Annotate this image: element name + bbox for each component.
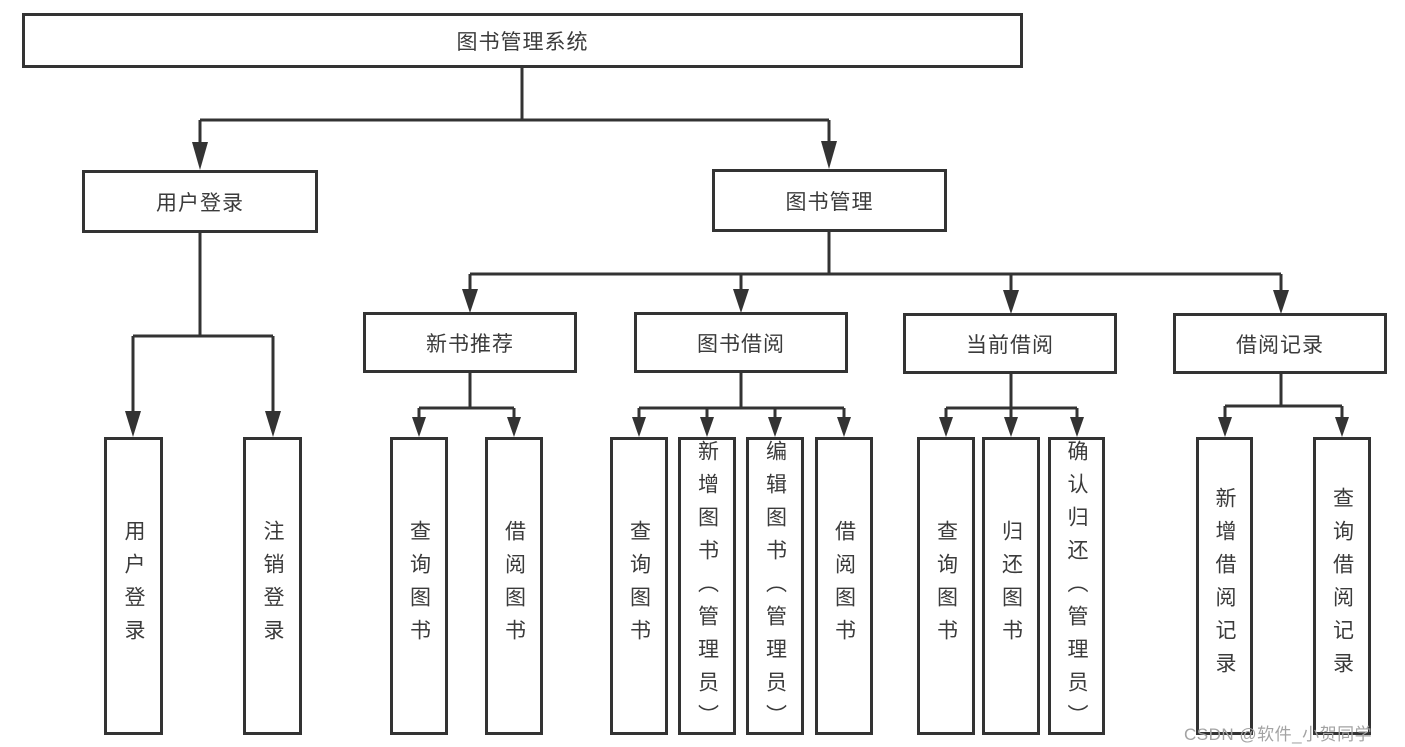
node-label-leaf-confirm-return: 确认归还（管理员） xyxy=(1065,440,1088,737)
node-leaf-confirm-return: 确认归还（管理员） xyxy=(1048,437,1105,737)
node-leaf-query-borrow-record: 查询借阅记录 xyxy=(1313,437,1371,735)
arrowhead-icon xyxy=(1004,417,1018,437)
arrowhead-icon xyxy=(837,417,851,437)
watermark: CSDN @软件_小贺同学 xyxy=(1184,725,1373,744)
arrowhead-icon xyxy=(1003,290,1019,314)
node-label-leaf-return-book: 归还图书 xyxy=(999,520,1023,652)
node-label-leaf-borrow-book-2: 借阅图书 xyxy=(832,520,856,652)
node-label-leaf-user-login: 用户登录 xyxy=(122,520,145,652)
node-user-login: 用户登录 xyxy=(82,170,318,233)
node-borrow-records: 借阅记录 xyxy=(1173,313,1387,374)
node-leaf-user-login: 用户登录 xyxy=(104,437,163,735)
node-leaf-add-book: 新增图书（管理员） xyxy=(678,437,736,737)
node-new-book-recommend: 新书推荐 xyxy=(363,312,577,373)
node-label-leaf-query-borrow-record: 查询借阅记录 xyxy=(1330,487,1354,685)
node-leaf-add-borrow-record: 新增借阅记录 xyxy=(1196,437,1253,735)
node-leaf-query-book-1: 查询图书 xyxy=(390,437,448,735)
node-leaf-return-book: 归还图书 xyxy=(982,437,1040,735)
node-label-leaf-logout: 注销登录 xyxy=(261,520,284,652)
arrowhead-icon xyxy=(939,417,953,437)
node-label-book-management: 图书管理 xyxy=(785,190,874,214)
node-leaf-borrow-book-1: 借阅图书 xyxy=(485,437,543,735)
node-leaf-query-book-2: 查询图书 xyxy=(610,437,668,735)
node-leaf-logout: 注销登录 xyxy=(243,437,302,735)
arrowhead-icon xyxy=(700,417,714,437)
node-leaf-borrow-book-2: 借阅图书 xyxy=(815,437,873,735)
arrowhead-icon xyxy=(265,411,281,437)
node-label-borrow-records: 借阅记录 xyxy=(1236,333,1324,357)
arrowhead-icon xyxy=(1335,417,1349,437)
arrowhead-icon xyxy=(507,417,521,437)
arrowhead-icon xyxy=(1070,417,1084,437)
node-label-current-borrow: 当前借阅 xyxy=(966,333,1054,357)
node-book-borrow: 图书借阅 xyxy=(634,312,848,373)
node-label-new-book-recommend: 新书推荐 xyxy=(426,332,514,356)
arrowhead-icon xyxy=(768,417,782,437)
node-label-user-login: 用户登录 xyxy=(156,191,244,215)
node-current-borrow: 当前借阅 xyxy=(903,313,1117,374)
arrowhead-icon xyxy=(1273,290,1289,314)
arrowhead-icon xyxy=(1218,417,1232,437)
node-label-leaf-add-book: 新增图书（管理员） xyxy=(695,440,719,737)
node-label-book-borrow: 图书借阅 xyxy=(697,332,785,356)
node-label-leaf-edit-book: 编辑图书（管理员） xyxy=(763,440,787,737)
node-label-leaf-query-book-2: 查询图书 xyxy=(627,520,651,652)
node-label-leaf-query-book-3: 查询图书 xyxy=(934,520,958,652)
node-label-root: 图书管理系统 xyxy=(456,30,589,54)
node-root: 图书管理系统 xyxy=(22,13,1023,68)
arrowhead-icon xyxy=(821,141,837,169)
node-label-leaf-add-borrow-record: 新增借阅记录 xyxy=(1213,487,1236,685)
node-label-leaf-query-book-1: 查询图书 xyxy=(407,520,431,652)
arrowhead-icon xyxy=(125,411,141,437)
arrowhead-icon xyxy=(192,142,208,170)
arrowhead-icon xyxy=(462,289,478,313)
arrowhead-icon xyxy=(632,417,646,437)
node-leaf-edit-book: 编辑图书（管理员） xyxy=(746,437,804,737)
node-label-leaf-borrow-book-1: 借阅图书 xyxy=(502,520,526,652)
node-leaf-query-book-3: 查询图书 xyxy=(917,437,975,735)
node-book-management: 图书管理 xyxy=(712,169,947,232)
arrowhead-icon xyxy=(412,417,426,437)
arrowhead-icon xyxy=(733,289,749,313)
